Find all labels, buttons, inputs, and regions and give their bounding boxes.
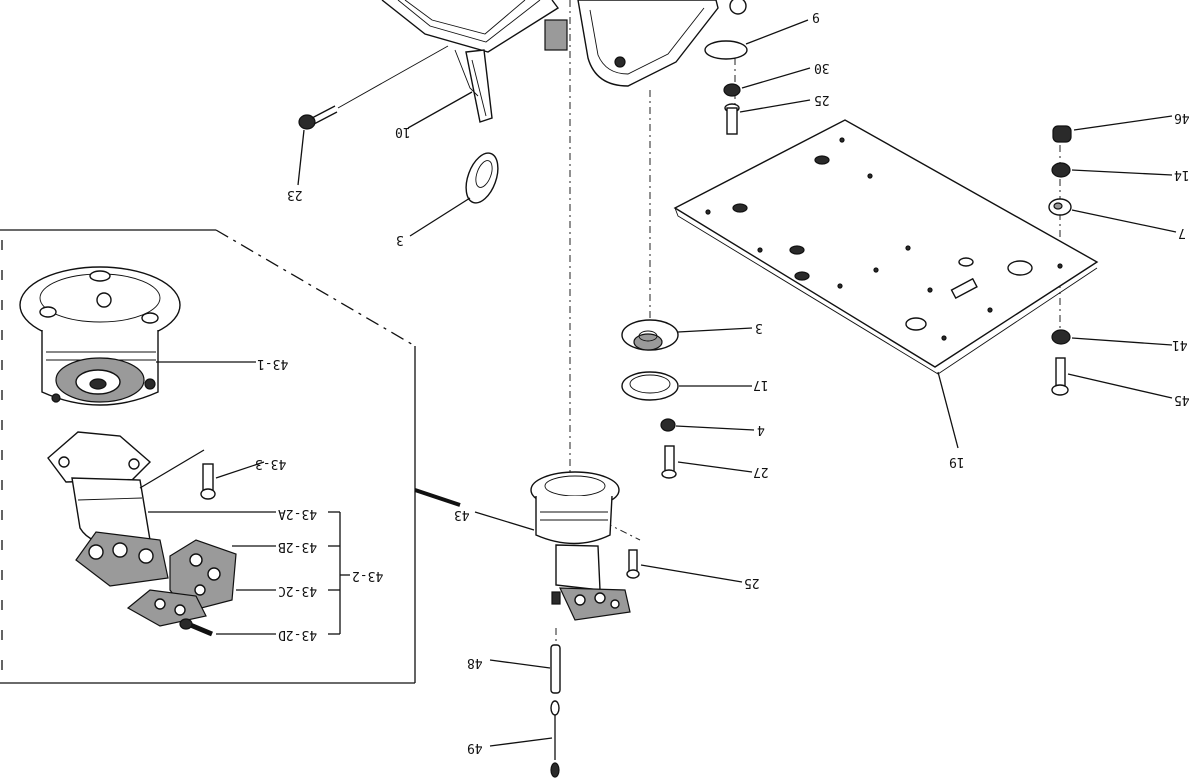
bolt-detail-43-2D: [179, 618, 276, 637]
oval-plate-3: [409, 152, 499, 237]
bolt-25-upper: [724, 99, 811, 135]
nut-41: [1051, 329, 1173, 346]
callout-27: 27: [753, 464, 769, 479]
upper-frame: [381, 0, 560, 123]
hinge-bracket: [544, 0, 747, 87]
callout-7: 7: [1178, 225, 1186, 240]
pin-48: [489, 644, 561, 694]
bolt-27: [661, 445, 753, 479]
base-plate-19: [673, 119, 1099, 449]
callout-10: 10: [395, 124, 411, 139]
callout-30: 30: [814, 60, 830, 75]
callout-43-2C: 43-2C: [278, 583, 318, 598]
callout-43: 43: [454, 507, 470, 522]
pump-detail-43-1: [19, 266, 256, 406]
elbow-detail-43-2A: [47, 431, 276, 546]
bolt-23: [297, 45, 449, 186]
callout-9: 9: [812, 9, 820, 24]
bolt-25-lower: [626, 549, 743, 583]
bracket-43-2: [328, 511, 350, 635]
leader-10: [407, 91, 473, 129]
clip-49: [489, 700, 560, 778]
washer-7: [1048, 198, 1177, 233]
pump-assembly-43: [414, 471, 631, 621]
callout-43-2B: 43-2B: [278, 539, 318, 554]
ring-17: [621, 371, 752, 401]
callout-41: 41: [1172, 337, 1188, 352]
callout-46: 46: [1174, 110, 1190, 125]
callout-43-2D: 43-2D: [278, 627, 318, 642]
callout-43-1: 43-1: [257, 356, 289, 371]
callout-43-2A: 43-2A: [278, 506, 318, 521]
callout-19: 19: [949, 454, 965, 469]
bolt-detail-43-3: [200, 461, 265, 500]
callout-43-2: 43-2: [352, 568, 384, 583]
detail-inset-frame: [0, 229, 416, 684]
callout-3-flange: 3: [755, 320, 763, 335]
callout-4: 4: [757, 422, 765, 437]
bolt-45: [1051, 357, 1173, 399]
callout-17: 17: [753, 377, 769, 392]
callout-23: 23: [287, 187, 303, 202]
nut-30: [723, 67, 811, 97]
nut-14: [1051, 162, 1173, 178]
flange-3: [621, 319, 753, 351]
callout-25-upper: 25: [814, 92, 830, 107]
callout-3-oval: 3: [396, 232, 404, 247]
callout-25-lower: 25: [744, 575, 760, 590]
disk-9: [704, 19, 809, 60]
callout-43-3: 43-3: [255, 456, 287, 471]
callout-49: 49: [467, 740, 483, 755]
callout-45: 45: [1174, 392, 1190, 407]
valve-block-detail-43-2: [75, 531, 276, 627]
callout-14: 14: [1174, 167, 1190, 182]
cap-46: [1052, 115, 1173, 143]
callout-48: 48: [467, 655, 483, 670]
nut-4: [660, 418, 755, 432]
